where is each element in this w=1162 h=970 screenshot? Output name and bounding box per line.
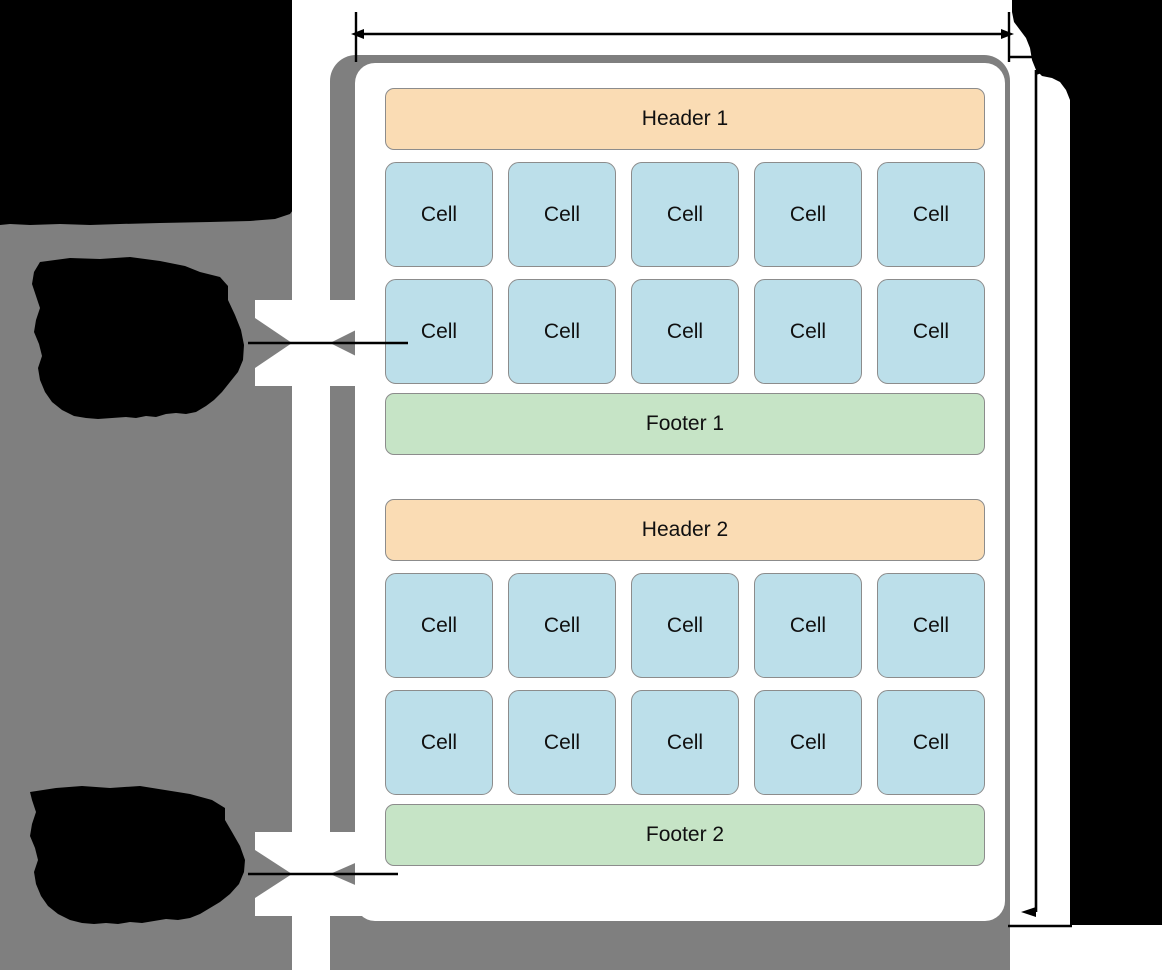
cell[interactable]: Cell <box>631 162 739 267</box>
cell[interactable]: Cell <box>631 690 739 795</box>
cell[interactable]: Cell <box>385 573 493 678</box>
cell[interactable]: Cell <box>754 162 862 267</box>
cell[interactable]: Cell <box>508 279 616 384</box>
footer-bar-2[interactable]: Footer 2 <box>385 804 985 866</box>
panel-content: Header 1 Cell Cell Cell Cell Cell Cell C… <box>385 88 985 866</box>
cell-callout-target[interactable]: Cell <box>385 279 493 384</box>
section-2: Header 2 Cell Cell Cell Cell Cell Cell C… <box>385 499 985 866</box>
callout-band-upper <box>255 0 380 970</box>
cell[interactable]: Cell <box>754 690 862 795</box>
cell[interactable]: Cell <box>631 573 739 678</box>
redaction-blob-top-left <box>0 0 306 225</box>
header-bar-1[interactable]: Header 1 <box>385 88 985 150</box>
cell-row-2-2: Cell Cell Cell Cell Cell <box>385 690 985 795</box>
redaction-blob-bottom-left <box>30 786 245 924</box>
cell[interactable]: Cell <box>877 279 985 384</box>
section-1: Header 1 Cell Cell Cell Cell Cell Cell C… <box>385 88 985 455</box>
cell-row-1-2: Cell Cell Cell Cell Cell <box>385 279 985 384</box>
cell[interactable]: Cell <box>877 573 985 678</box>
cell-row-1-1: Cell Cell Cell Cell Cell <box>385 162 985 267</box>
footer-bar-1[interactable]: Footer 1 <box>385 393 985 455</box>
redaction-blob-top-right <box>1012 0 1162 925</box>
cell[interactable]: Cell <box>877 690 985 795</box>
cell[interactable]: Cell <box>508 573 616 678</box>
cell[interactable]: Cell <box>754 573 862 678</box>
cell[interactable]: Cell <box>508 162 616 267</box>
cell-row-2-1: Cell Cell Cell Cell Cell <box>385 573 985 678</box>
cell[interactable]: Cell <box>631 279 739 384</box>
cell[interactable]: Cell <box>877 162 985 267</box>
callout-band-lower <box>255 600 385 970</box>
header-bar-2[interactable]: Header 2 <box>385 499 985 561</box>
cell[interactable]: Cell <box>508 690 616 795</box>
redaction-blob-middle-left <box>32 257 244 419</box>
cell[interactable]: Cell <box>385 690 493 795</box>
cell[interactable]: Cell <box>385 162 493 267</box>
cell[interactable]: Cell <box>754 279 862 384</box>
